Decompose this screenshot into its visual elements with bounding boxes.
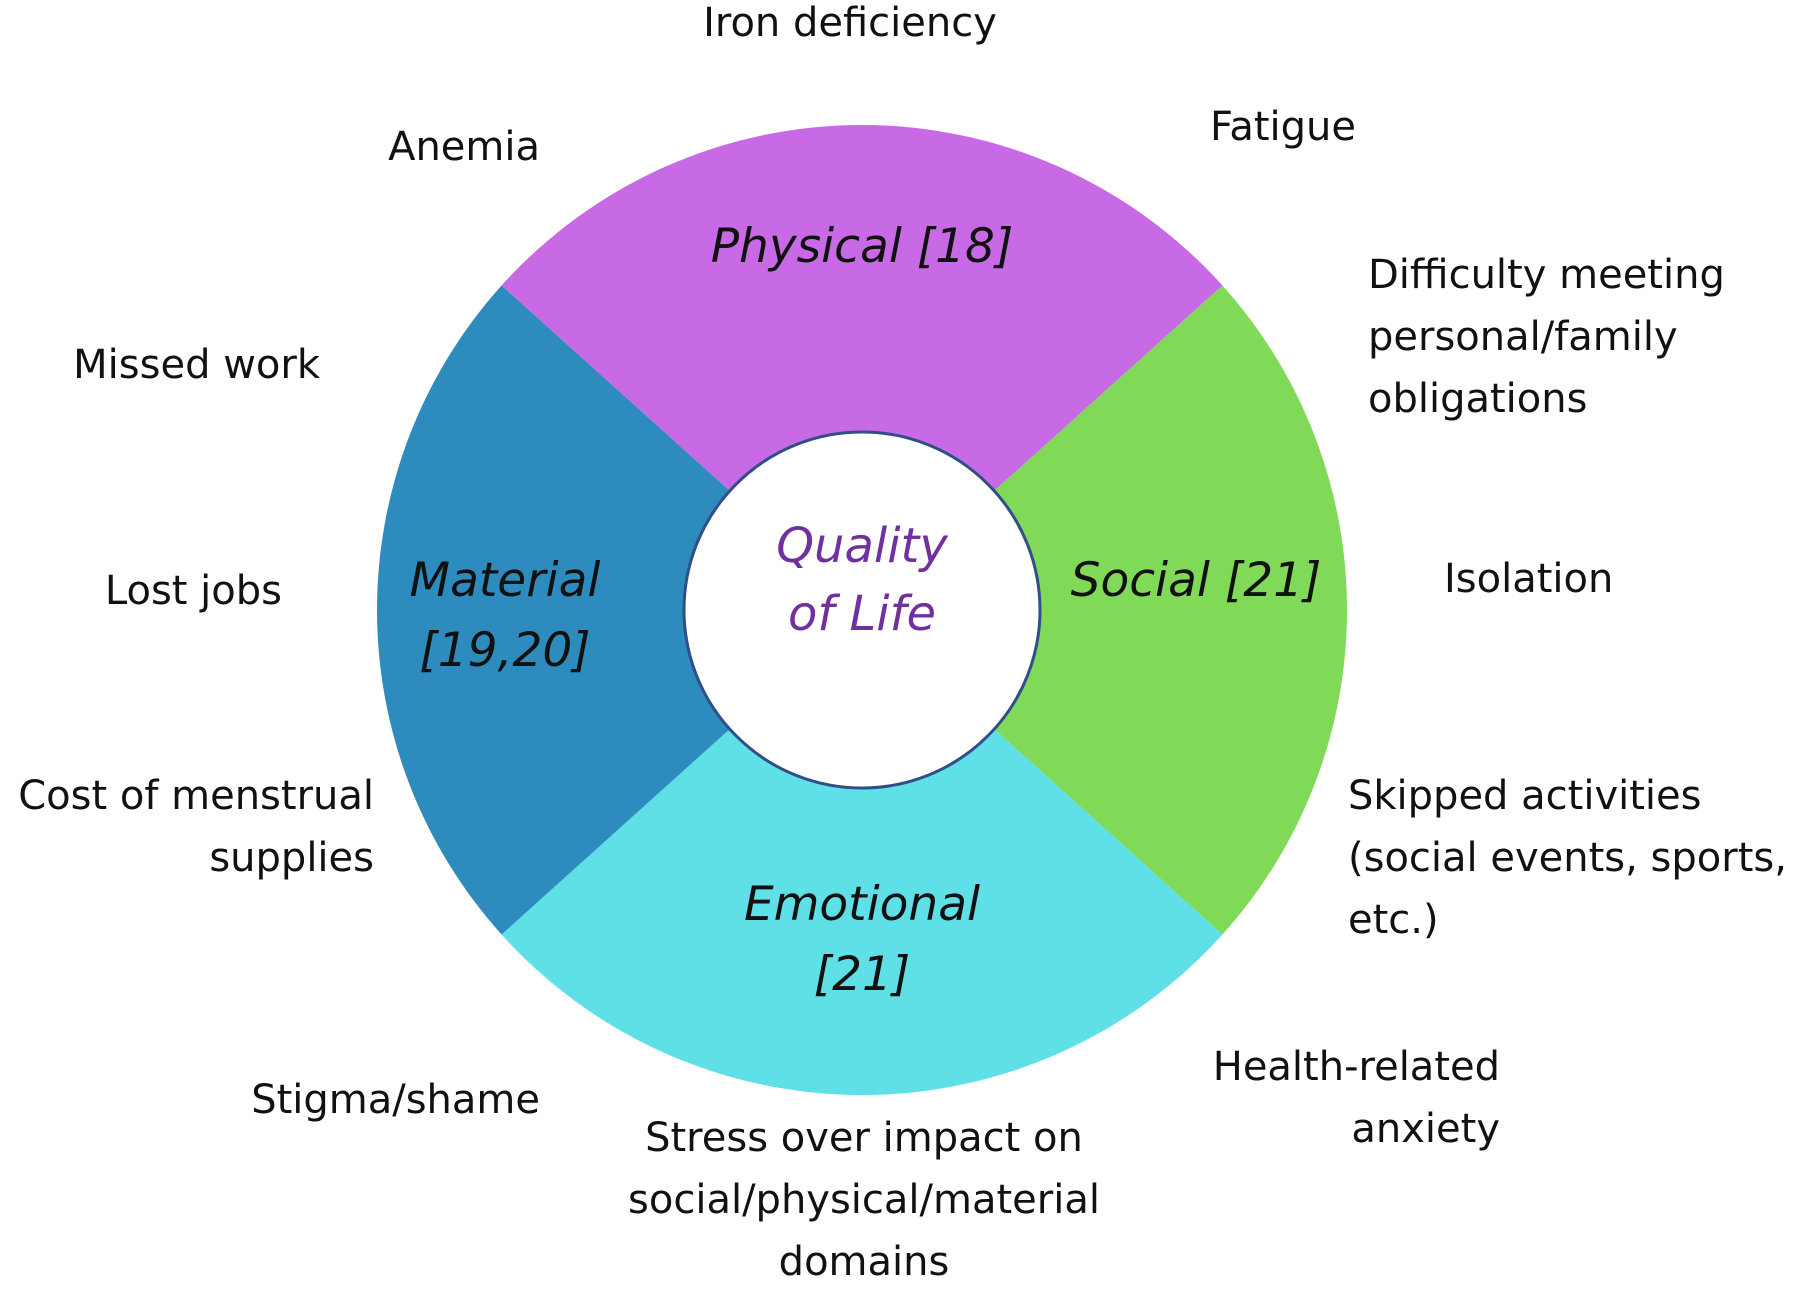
physical-segment-label: Physical [18] (711, 219, 1014, 274)
physical-segment (501, 124, 1223, 493)
label-fatigue: Fatigue (1210, 104, 1356, 150)
label-skipped-activities: Skipped activities (social events, sport… (1348, 773, 1787, 943)
label-difficulty-meeting-obligations: Difficulty meeting personal/family oblig… (1368, 252, 1725, 422)
label-stress-over-impact: Stress over impact on social/physical/ma… (628, 1115, 1100, 1285)
social-segment (992, 285, 1348, 935)
label-stigma-shame: Stigma/shame (251, 1077, 540, 1123)
center-label-line1: Quality (776, 518, 948, 574)
material-segment (376, 285, 732, 935)
label-missed-work: Missed work (73, 342, 320, 388)
emotional-segment-label-line2: [21] (814, 947, 910, 1002)
center-circle (682, 430, 1042, 790)
label-lost-jobs: Lost jobs (104, 568, 282, 614)
label-isolation: Isolation (1444, 556, 1614, 602)
center-label-line2: of Life (788, 586, 936, 642)
label-iron-deficiency: Iron deficiency (703, 0, 997, 46)
social-segment-label: Social [21] (1071, 553, 1322, 608)
label-anemia: Anemia (388, 124, 540, 170)
material-segment-label-line2: [19,20] (419, 623, 590, 678)
emotional-segment-label-line1: Emotional (744, 877, 980, 932)
emotional-segment (501, 727, 1223, 1095)
material-segment-label-line1: Material (410, 553, 601, 608)
label-health-related-anxiety: Health-related anxiety (1212, 1044, 1500, 1152)
label-cost-of-menstrual-supplies: Cost of menstrual supplies (18, 773, 374, 881)
